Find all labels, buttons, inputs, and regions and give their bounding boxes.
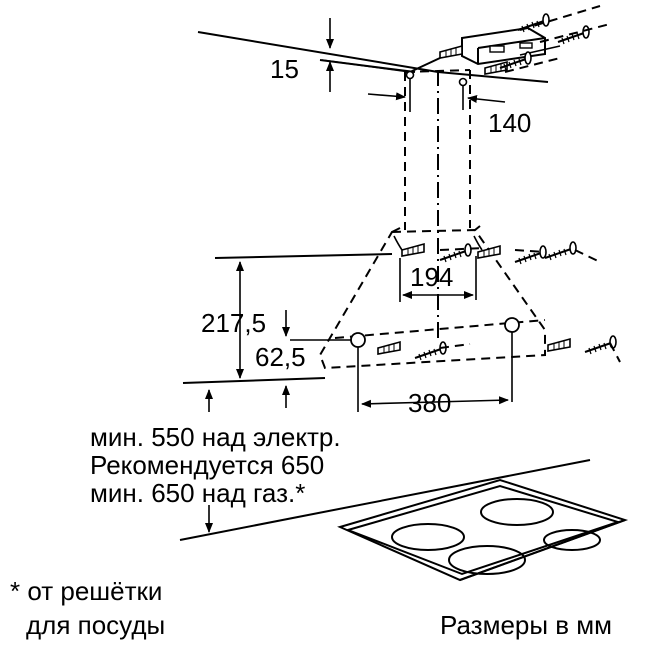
dim-upper-holes — [399, 256, 477, 302]
dim-lower-holes-spacing — [361, 396, 509, 408]
bracket-hole-left — [405, 70, 415, 80]
ceiling-lines — [197, 31, 561, 83]
mounting-bracket-icon — [461, 26, 546, 66]
dim-upper-holes-label: 194 — [410, 262, 453, 292]
dim-lower-holes-spacing-label: 380 — [408, 388, 451, 418]
dim-bracket-spacing-label: 140 — [488, 108, 531, 138]
dim-ceiling-offset — [321, 18, 411, 92]
hood-outline — [318, 225, 546, 370]
units-label: Размеры в мм — [440, 610, 612, 640]
dim-lower-holes-height-label: 62,5 — [255, 342, 306, 372]
lower-screw-icon — [377, 335, 621, 363]
lower-hole-left — [350, 332, 366, 348]
cooktop-icon — [179, 459, 629, 582]
footnote-line-2: для посуды — [26, 610, 165, 640]
dim-ceiling-offset-label: 15 — [270, 54, 299, 84]
dim-bracket-spacing — [367, 92, 506, 103]
upper-screw-icon — [401, 241, 601, 265]
footnote-line-1: * от решётки — [10, 576, 162, 606]
screw-centerlines — [504, 5, 611, 73]
dim-hood-height-label: 217,5 — [201, 308, 266, 338]
hood-bottom-level — [182, 377, 326, 384]
clearance-note-recommended: Рекомендуется 650 — [90, 450, 324, 480]
chimney-outline — [404, 69, 471, 340]
lower-hole-right — [504, 317, 520, 333]
upper-holes-level — [214, 253, 393, 259]
clearance-note-gas: мин. 650 над газ.* — [90, 478, 305, 508]
clearance-note-electric: мин. 550 над электр. — [90, 422, 341, 452]
bracket-hole-right — [458, 77, 468, 87]
